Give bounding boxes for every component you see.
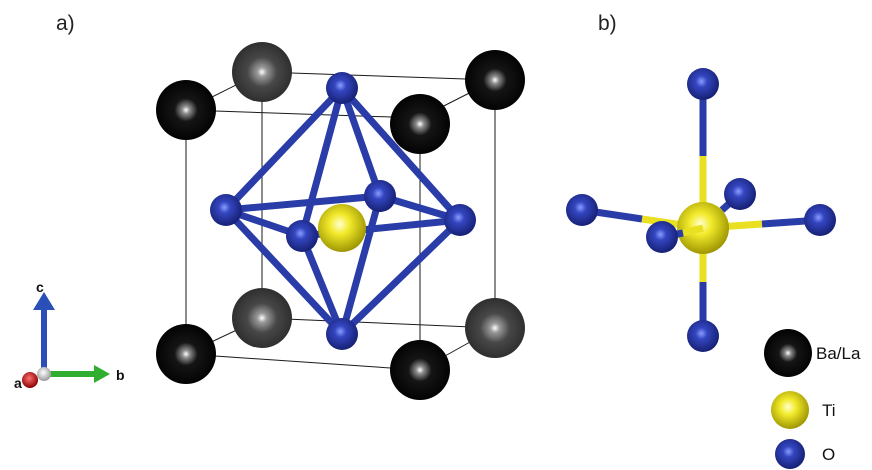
legend-ba-la-label: Ba/La	[816, 344, 861, 363]
o-atom-bottom-b	[687, 320, 719, 352]
o-atom-front	[286, 220, 318, 252]
legend-item-ti: Ti	[771, 391, 836, 429]
legend-item-ba-la: Ba/La	[764, 329, 861, 377]
ba-la-atom-front-bottom-left	[156, 324, 216, 384]
ti-o-octahedron-bonds	[222, 84, 464, 338]
axis-b-label: b	[116, 367, 125, 383]
legend-ti-swatch	[771, 391, 809, 429]
ba-la-atom-front-top-left	[156, 80, 216, 140]
legend-o-swatch	[775, 439, 805, 469]
legend-o-label: O	[822, 445, 835, 464]
ti-atom-center	[318, 204, 366, 252]
o-atom-top	[326, 72, 358, 104]
panel-a-label: a)	[56, 12, 75, 35]
o-atom-right-b	[804, 204, 836, 236]
ba-la-atom-back-top-right	[465, 50, 525, 110]
o-atom-front-b	[646, 221, 678, 253]
o-atom-back	[364, 180, 396, 212]
o-atom-left-b	[566, 194, 598, 226]
axis-triad: c a b	[14, 279, 125, 391]
axis-c-arrowhead	[33, 292, 55, 310]
o-atom-top-b	[687, 68, 719, 100]
o-atom-right	[444, 204, 476, 236]
axis-a-label: a	[14, 375, 22, 391]
ba-la-atom-front-top-right	[390, 94, 450, 154]
tio6-octahedron	[566, 68, 836, 352]
legend-ti-label: Ti	[822, 401, 836, 420]
legend-ba-la-swatch	[764, 329, 812, 377]
legend-item-o: O	[775, 439, 835, 469]
ba-la-atom-back-bottom-right	[465, 298, 525, 358]
ba-la-atom-back-bottom-left	[232, 288, 292, 348]
axis-a-marker	[22, 372, 38, 388]
o-atom-left	[210, 194, 242, 226]
front-bond-yellow	[682, 224, 704, 237]
o-atom-back-b	[724, 178, 756, 210]
ba-la-atom-front-bottom-right	[390, 340, 450, 400]
axis-b-arrowhead	[94, 365, 110, 383]
unit-cell	[156, 42, 525, 400]
axis-origin	[37, 367, 51, 381]
panel-b-label: b)	[598, 12, 617, 35]
ba-la-atom-back-top-left	[232, 42, 292, 102]
axis-c-label: c	[36, 279, 44, 295]
o-atom-bottom	[326, 318, 358, 350]
legend: Ba/La Ti O	[764, 329, 861, 469]
